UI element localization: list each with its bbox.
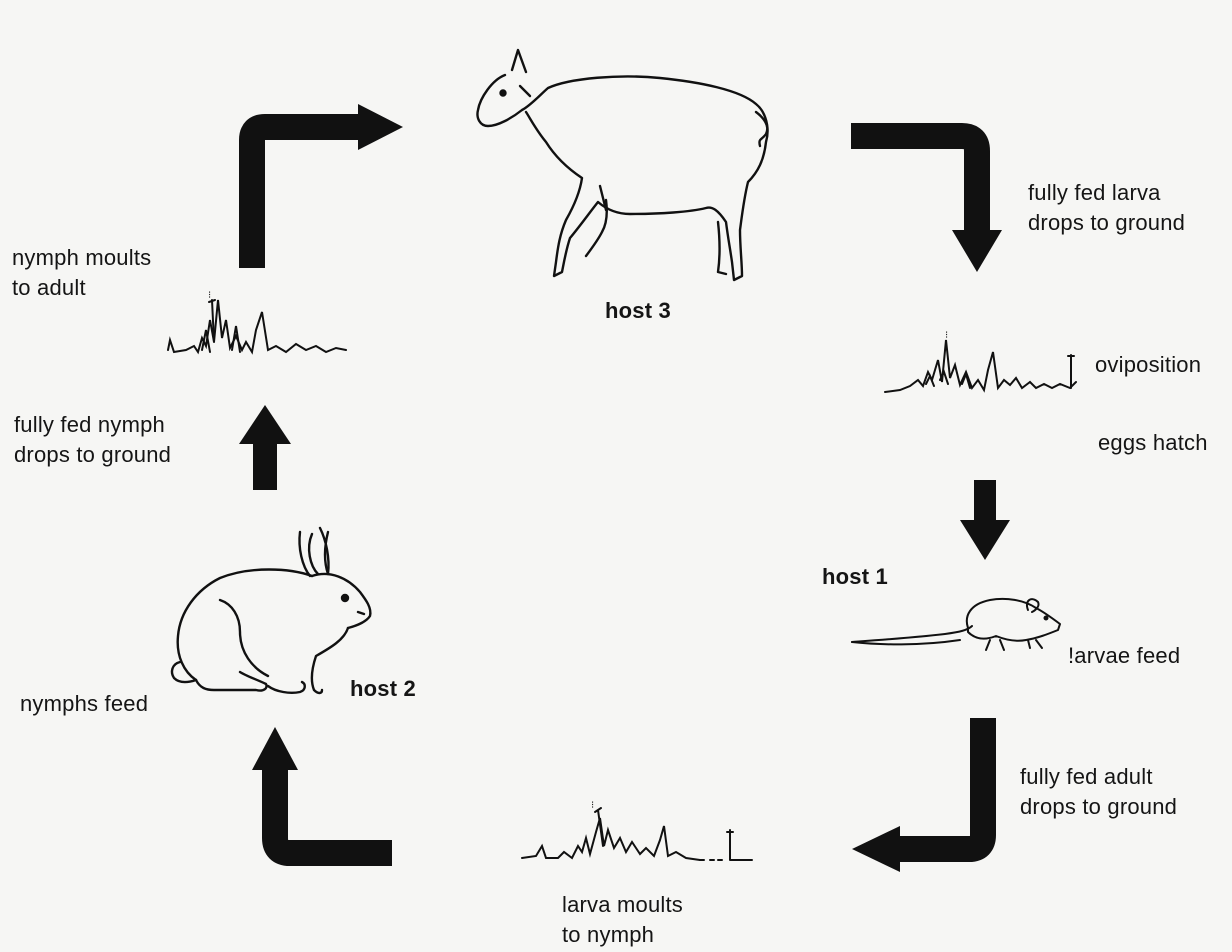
- adult-drops-label: fully fed adult drops to ground: [1020, 764, 1178, 819]
- grass-icon: ⁝: [884, 330, 1077, 393]
- arrow-host3-down: [851, 123, 1002, 272]
- arrow-host2-up: [239, 405, 291, 490]
- nymph-drops-label: fully fed nymph drops to ground: [14, 412, 172, 467]
- nymphs-feed-label: nymphs feed: [20, 691, 149, 716]
- arrow-host1-to-ground: [852, 718, 996, 872]
- mouse-icon: [851, 597, 1061, 651]
- sheep-icon: [476, 48, 769, 282]
- eggs-hatch-label: eggs hatch: [1098, 430, 1208, 455]
- rabbit-icon: [170, 526, 372, 695]
- arrow-eggs-to-host1: [960, 480, 1010, 560]
- svg-text:⁝: ⁝: [208, 290, 211, 301]
- larva-drops-label: fully fed larva drops to ground: [1028, 180, 1186, 235]
- host3-label: host 3: [605, 298, 671, 323]
- nymph-moults-label: nymph moults to adult: [12, 245, 152, 300]
- larvae-feed-label: !arvae feed: [1068, 643, 1181, 668]
- svg-text:⁝: ⁝: [591, 800, 594, 811]
- oviposition-label: oviposition: [1095, 352, 1202, 377]
- arrow-nymph-to-host3: [239, 104, 403, 268]
- grass-icon-bottom: ⁝: [521, 800, 753, 861]
- larva-moults-label: larva moults to nymph: [562, 892, 683, 947]
- host2-label: host 2: [350, 676, 416, 701]
- svg-text:⁝: ⁝: [945, 330, 948, 341]
- arrow-ground-to-host2: [252, 727, 392, 866]
- grass-icon-left: ⁝: [167, 290, 347, 355]
- host1-label: host 1: [822, 564, 888, 589]
